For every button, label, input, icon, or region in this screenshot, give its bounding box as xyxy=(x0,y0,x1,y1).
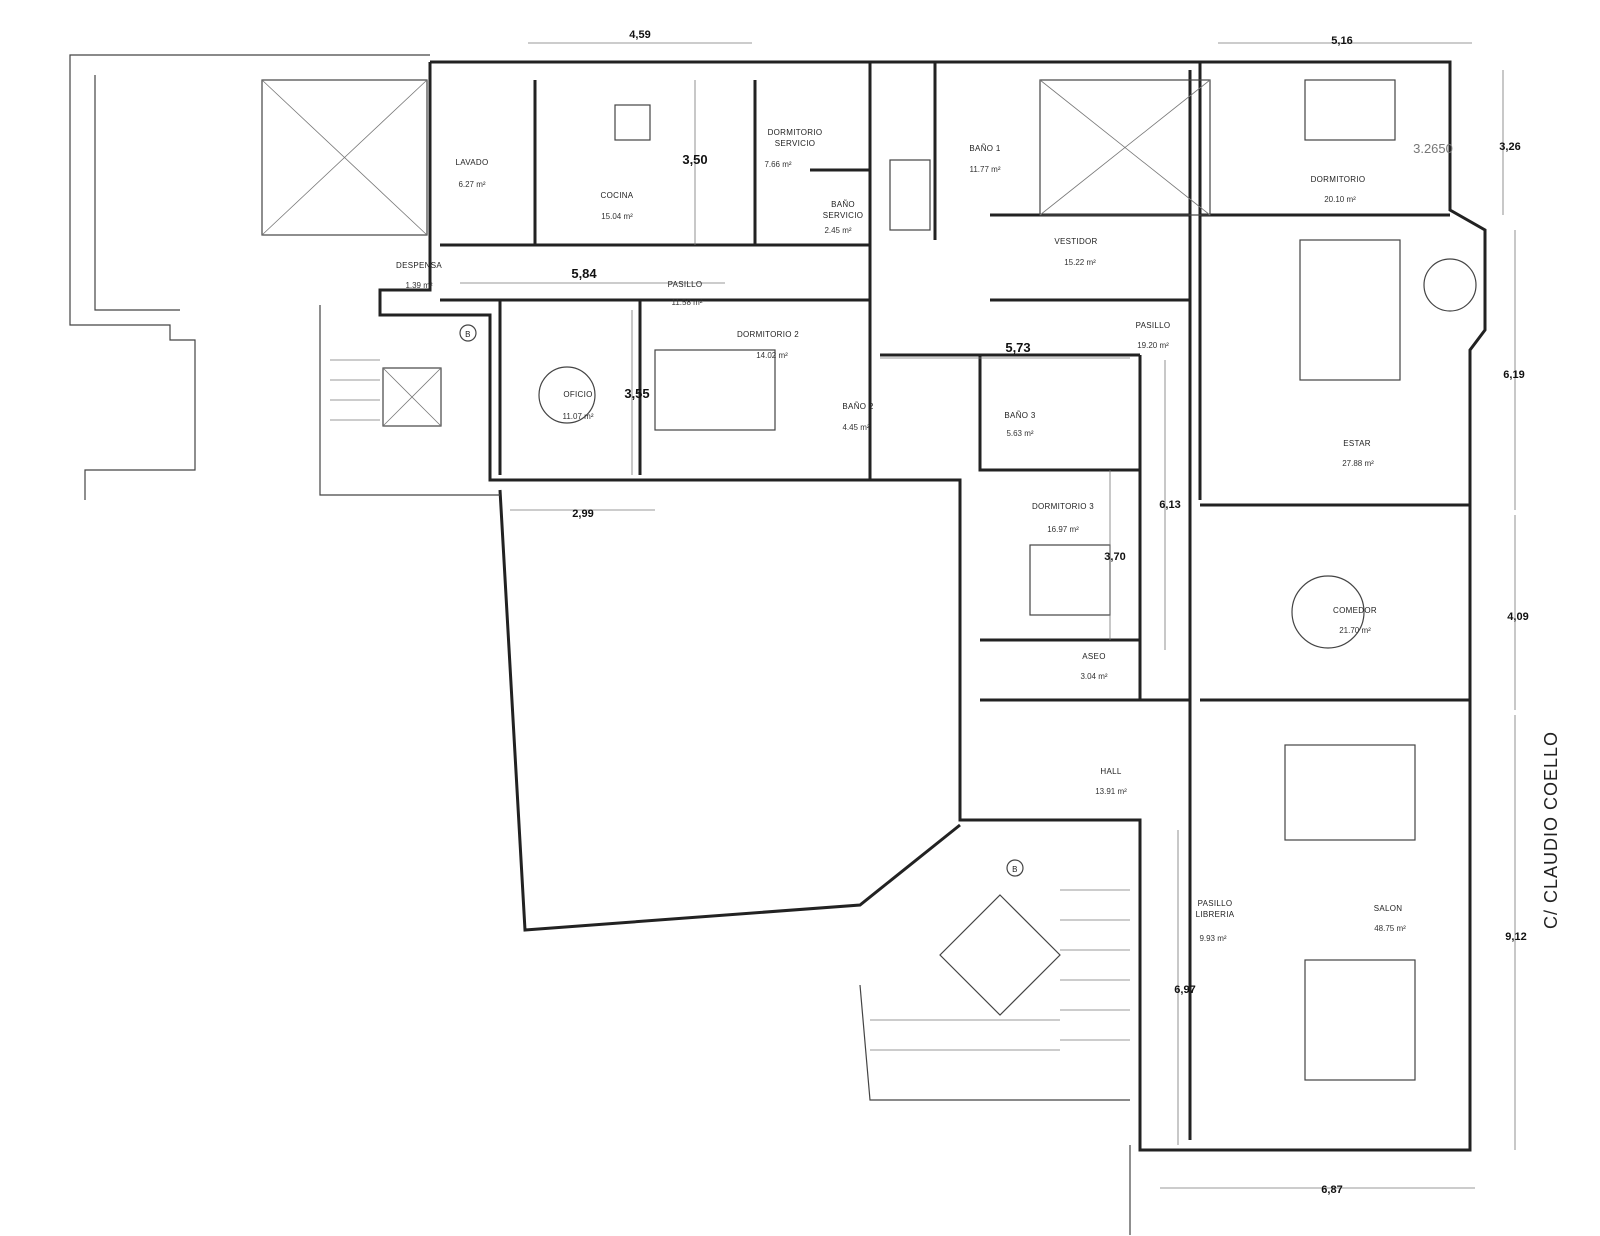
room-area: 1.39 m² xyxy=(405,281,432,290)
room-name: PASILLO xyxy=(1198,899,1233,908)
walls xyxy=(69,54,1487,1235)
room-area: 11.77 m² xyxy=(970,165,1001,174)
dimension-label: 5,73 xyxy=(1005,340,1030,355)
room-area: 13.91 m² xyxy=(1095,787,1127,796)
room-area: 19.20 m² xyxy=(1137,341,1169,350)
dimension-label: 6,87 xyxy=(1321,1184,1342,1196)
room-name: BAÑO 2 xyxy=(842,402,873,411)
dimension-label: 6,97 xyxy=(1174,984,1195,996)
room-name: OFICIO xyxy=(563,390,592,399)
room-area: 21.70 m² xyxy=(1339,626,1371,635)
room-name: LAVADO xyxy=(455,158,488,167)
room-name: BAÑO 1 xyxy=(969,144,1000,153)
room-area: 11.58 m² xyxy=(672,298,703,307)
room-name: SALON xyxy=(1374,904,1403,913)
room-name: LIBRERIA xyxy=(1196,910,1235,919)
room-name: VESTIDOR xyxy=(1054,237,1097,246)
room-name: ASEO xyxy=(1082,652,1105,661)
room-area: 6.27 m² xyxy=(458,180,485,189)
room-area: 14.02 m² xyxy=(756,351,788,360)
room-area: 9.93 m² xyxy=(1199,934,1226,943)
room-area: 48.75 m² xyxy=(1374,924,1406,933)
room-name: SERVICIO xyxy=(823,211,864,220)
dimension-label: 9,12 xyxy=(1505,931,1526,943)
dimension-label: 3.2650 xyxy=(1413,141,1453,156)
room-name: DORMITORIO 3 xyxy=(1032,502,1094,511)
room-labels: LAVADO 6.27 m² COCINA 15.04 m² DORMITORI… xyxy=(396,128,1406,943)
dimension-label: 3,26 xyxy=(1499,141,1520,153)
room-area: 15.04 m² xyxy=(601,212,633,221)
room-area: 7.66 m² xyxy=(764,160,791,169)
street-name: C/ CLAUDIO COELLO xyxy=(1541,731,1561,929)
room-area: 20.10 m² xyxy=(1324,195,1356,204)
dimension-label: 3,70 xyxy=(1104,551,1125,563)
room-name: DORMITORIO 2 xyxy=(737,330,799,339)
dimension-label: 4,59 xyxy=(629,29,650,41)
dimension-labels: 4,59 5,16 3,26 3.2650 3,50 5,84 3,55 5,7… xyxy=(571,29,1528,1196)
dimension-label: 5,16 xyxy=(1331,35,1352,47)
room-name: DESPENSA xyxy=(396,261,442,270)
room-name: DORMITORIO xyxy=(1311,175,1366,184)
room-area: 2.45 m² xyxy=(824,226,851,235)
room-area: 27.88 m² xyxy=(1342,459,1374,468)
fixtures xyxy=(261,79,1477,1081)
dimension-label: 5,84 xyxy=(571,266,597,281)
dimension-label: 6,13 xyxy=(1159,499,1180,511)
dimension-label: 2,99 xyxy=(572,508,593,520)
room-area: 5.63 m² xyxy=(1006,429,1033,438)
dimension-label: 4,09 xyxy=(1507,611,1528,623)
room-name: PASILLO xyxy=(668,280,703,289)
room-name: HALL xyxy=(1100,767,1121,776)
room-name: SERVICIO xyxy=(775,139,816,148)
room-name: ESTAR xyxy=(1343,439,1371,448)
dimension-label: 6,19 xyxy=(1503,369,1524,381)
room-area: 15.22 m² xyxy=(1064,258,1096,267)
stair-markers: B B xyxy=(459,324,1024,877)
room-name: DORMITORIO xyxy=(768,128,823,137)
room-name: PASILLO xyxy=(1136,321,1171,330)
dimension-label: 3,55 xyxy=(624,386,649,401)
room-name: BAÑO 3 xyxy=(1004,411,1035,420)
room-area: 3.04 m² xyxy=(1080,672,1107,681)
room-name: COCINA xyxy=(601,191,634,200)
dimension-label: 3,50 xyxy=(682,152,707,167)
stair-marker-label: B xyxy=(1012,865,1018,874)
room-area: 11.07 m² xyxy=(563,412,594,421)
dimension-lines xyxy=(460,42,1516,1189)
room-area: 16.97 m² xyxy=(1047,525,1079,534)
stair-marker-label: B xyxy=(465,330,471,339)
room-name: BAÑO xyxy=(831,200,855,209)
room-area: 4.45 m² xyxy=(842,423,869,432)
room-name: COMEDOR xyxy=(1333,606,1377,615)
